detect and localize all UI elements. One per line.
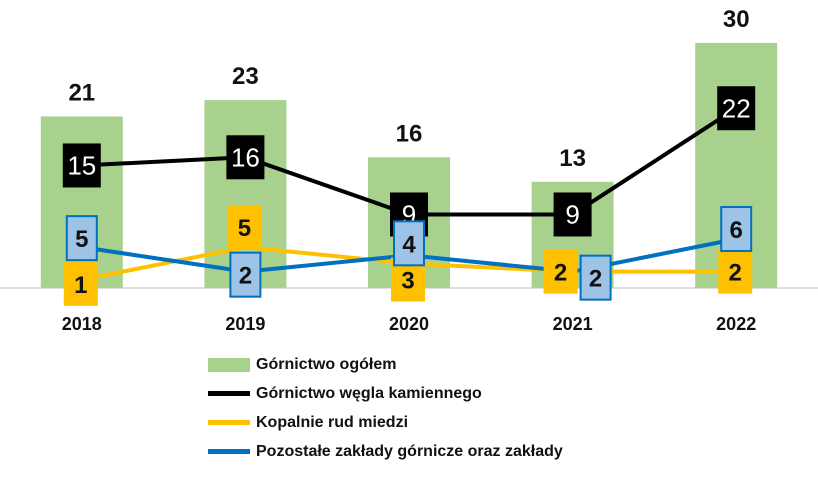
- data-label-value: 5: [238, 215, 251, 242]
- legend-swatch-line-orange: [208, 420, 250, 425]
- data-label-value: 2: [554, 260, 567, 287]
- legend-swatch-line-blue: [208, 449, 250, 454]
- data-label-box: [62, 143, 101, 188]
- data-label-box: [553, 192, 592, 237]
- data-label-box: [718, 249, 753, 294]
- bar-value-label: 16: [396, 120, 423, 147]
- data-label-value: 9: [565, 199, 579, 229]
- data-label-box: [65, 215, 98, 262]
- data-label-value: 22: [722, 93, 751, 123]
- data-label-box: [226, 135, 265, 180]
- data-label-value: 4: [402, 231, 416, 258]
- x-tick-labels: 2018 2019 2020 2021 2022: [62, 314, 756, 334]
- bar-value-label: 13: [559, 145, 586, 172]
- bar-value-label: 21: [68, 79, 95, 106]
- legend-label: Pozostałe zakłady górnicze oraz zakłady: [256, 442, 563, 460]
- legend-swatch-line-black: [208, 391, 250, 396]
- data-label-box: [393, 220, 425, 267]
- legend-item-gornictwo-ogolem: Górnictwo ogółem: [208, 350, 563, 379]
- legend-label: Górnictwo ogółem: [256, 355, 397, 373]
- legend-item-pozostale: Pozostałe zakłady górnicze oraz zakłady: [208, 437, 563, 466]
- legend: Górnictwo ogółem Górnictwo węgla kamienn…: [208, 350, 563, 466]
- legend-item-rud-miedzi: Kopalnie rud miedzi: [208, 408, 563, 437]
- data-label-value: 2: [589, 266, 602, 293]
- data-label-value: 16: [231, 142, 260, 172]
- x-tick-label: 2018: [62, 314, 102, 334]
- data-label-value: 2: [729, 260, 742, 287]
- data-label-box: [543, 249, 578, 294]
- legend-item-wegla-kamiennego: Górnictwo węgla kamiennego: [208, 379, 563, 408]
- legend-swatch-bar: [208, 357, 250, 372]
- legend-label: Kopalnie rud miedzi: [256, 413, 409, 431]
- data-label-box: [579, 254, 612, 301]
- data-label-box: [229, 251, 262, 298]
- data-label-box: [717, 86, 756, 131]
- legend-label: Górnictwo węgla kamiennego: [256, 384, 482, 402]
- data-label-box: [63, 261, 98, 306]
- data-label-box: [227, 205, 262, 250]
- data-label-value: 1: [74, 272, 87, 299]
- x-tick-label: 2022: [716, 314, 756, 334]
- data-label-value: 15: [67, 150, 96, 180]
- data-label-value: 5: [75, 226, 88, 253]
- x-tick-label: 2019: [225, 314, 265, 334]
- bar-value-label: 23: [232, 63, 259, 90]
- data-label-value: 2: [239, 263, 252, 290]
- x-tick-label: 2020: [389, 314, 429, 334]
- data-label-value: 6: [730, 217, 743, 244]
- x-tick-label: 2021: [553, 314, 593, 334]
- bar-value-label: 30: [723, 6, 750, 33]
- data-label-box: [720, 205, 753, 252]
- data-label-value: 3: [401, 267, 414, 294]
